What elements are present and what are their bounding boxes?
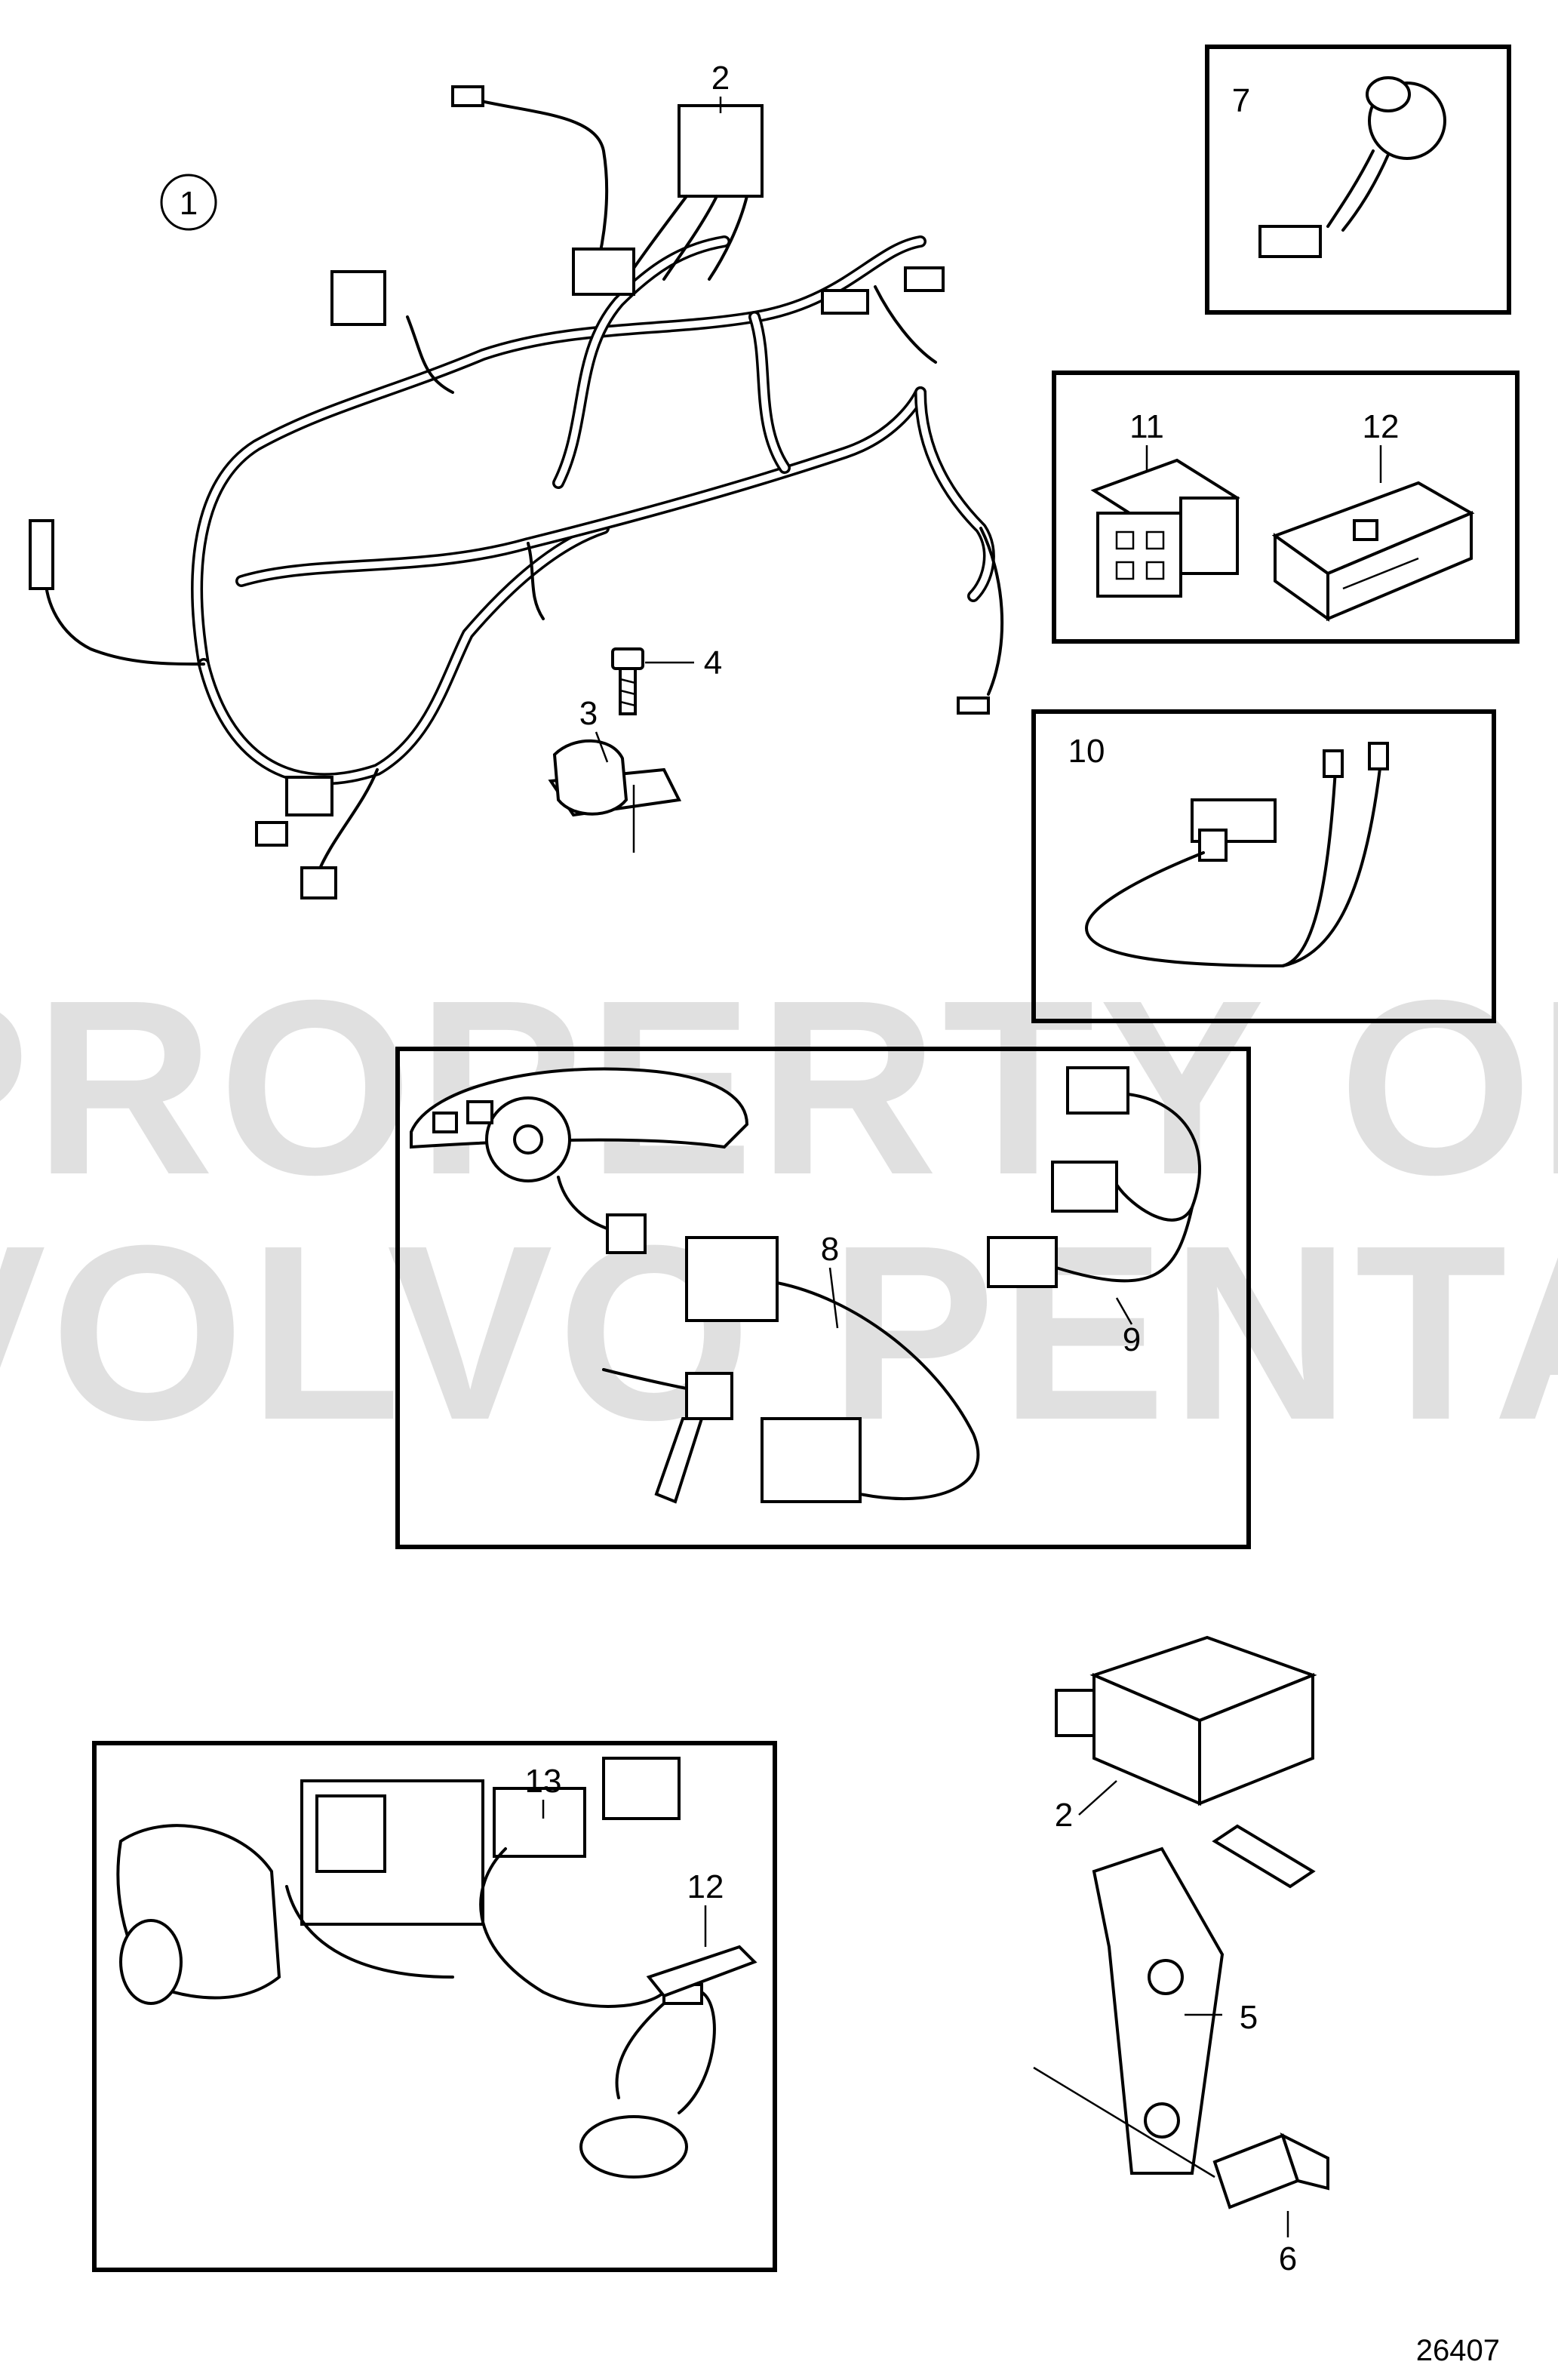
- callout-9: 9: [1123, 1321, 1141, 1358]
- callout-7: 7: [1232, 82, 1250, 119]
- main-wiring-harness: [29, 85, 1004, 899]
- frame-parts-13-12: [92, 1741, 777, 2272]
- watermark-line-1: PROPERTY OF: [0, 948, 1558, 1226]
- callout-1-marker: 1: [160, 174, 217, 231]
- callout-10: 10: [1068, 733, 1105, 770]
- cable-part-8: [557, 1176, 980, 1504]
- adapter-cable-part-10: [1084, 742, 1389, 967]
- frame-part-10: [1031, 709, 1496, 1023]
- engine-illustration: [116, 1779, 484, 2005]
- callout-4: 4: [704, 644, 722, 681]
- bolt-part-6: [1033, 2066, 1329, 2209]
- callout-3: 3: [579, 695, 598, 732]
- bracket-part-5: [1092, 1824, 1316, 2175]
- buzzer-part-7: [1258, 76, 1446, 258]
- callout-5: 5: [1240, 1999, 1258, 2036]
- callout-1: 1: [180, 185, 198, 222]
- frame-parts-8-9: [395, 1047, 1251, 1549]
- frame-parts-11-12: [1052, 371, 1520, 644]
- callout-2-bottom: 2: [1055, 1797, 1073, 1834]
- connector-part-2-bottom: [1055, 1635, 1317, 1807]
- frame-part-7: [1205, 45, 1511, 315]
- callout-8: 8: [821, 1231, 839, 1268]
- callout-11: 11: [1129, 408, 1164, 445]
- watermark: PROPERTY OF VOLVO PENTA: [0, 948, 1558, 1471]
- callout-13: 13: [525, 1763, 562, 1800]
- connector-housing-part-11: [1090, 458, 1240, 598]
- connector-part-12-top: [1271, 481, 1475, 622]
- bolt-part-4: [611, 647, 644, 715]
- callout-12-bottom: 12: [687, 1868, 724, 1905]
- callout-6: 6: [1279, 2240, 1297, 2277]
- clamp-part-3: [548, 739, 682, 853]
- cable-part-9: [987, 1066, 1201, 1288]
- callout-2-top: 2: [711, 60, 730, 97]
- terminal-part-12-bottom: [646, 1945, 757, 1998]
- callout-12-top: 12: [1363, 408, 1400, 445]
- document-number: 26407: [1416, 2334, 1500, 2367]
- instrument-panel: [410, 1067, 749, 1182]
